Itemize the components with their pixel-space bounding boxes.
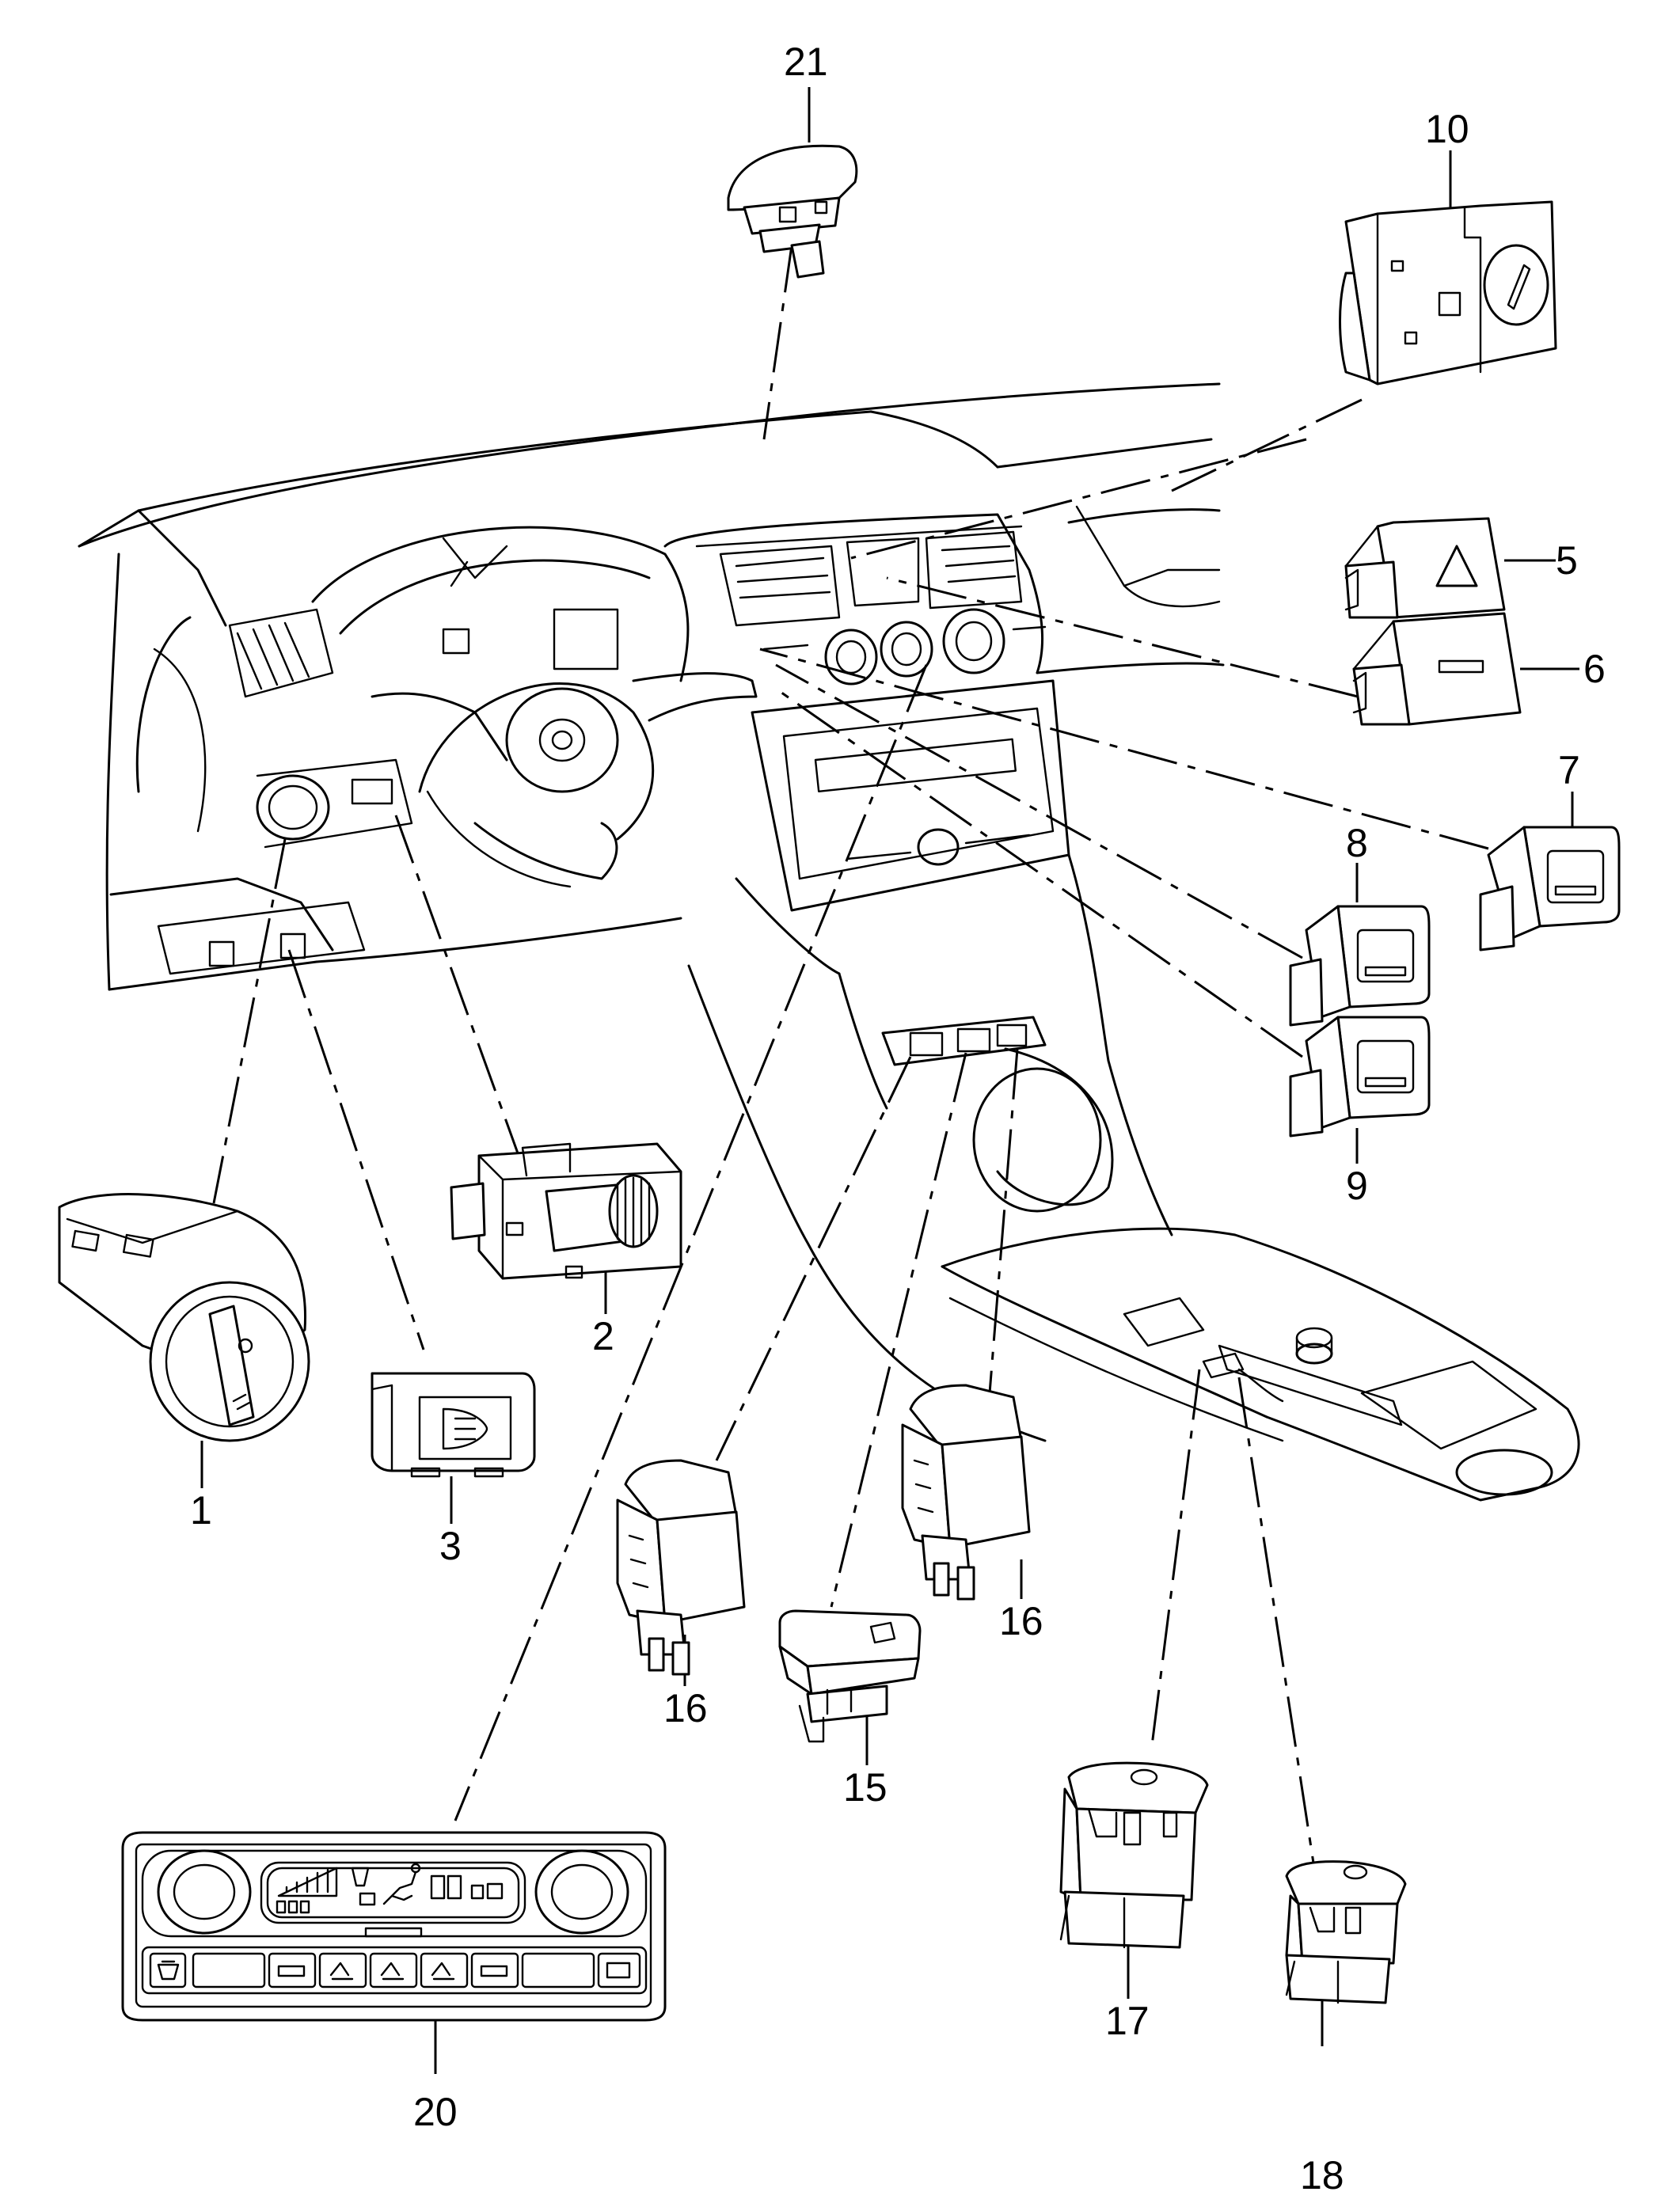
part-9-switch	[1289, 1016, 1431, 1138]
callout-10: 10	[1425, 107, 1469, 151]
part-10-switch	[1339, 200, 1557, 386]
part-6-switch	[1352, 612, 1522, 726]
callout-20: 20	[413, 2090, 458, 2134]
part-5-hazard-switch	[1344, 517, 1506, 619]
callout-8: 8	[1346, 821, 1368, 865]
part-2-range-control	[450, 1142, 682, 1280]
part-3-fog-switch	[371, 1372, 536, 1478]
callout-labels: 21 10 5 6 7 8 9 2 1 3 16 16 15 17 18 20	[190, 40, 1606, 2197]
callout-7: 7	[1558, 748, 1580, 792]
callout-2: 2	[592, 1314, 614, 1358]
callout-1: 1	[190, 1488, 212, 1533]
dashboard-outline	[78, 382, 1580, 1502]
callout-21: 21	[784, 40, 828, 84]
part-21-cap	[727, 144, 858, 279]
callout-15: 15	[843, 1765, 888, 1810]
callout-16-right: 16	[999, 1599, 1043, 1643]
callout-5: 5	[1556, 538, 1578, 583]
callout-6: 6	[1583, 647, 1606, 691]
part-1-light-switch	[58, 1193, 310, 1442]
callout-3: 3	[439, 1524, 462, 1568]
callout-16-left: 16	[663, 1686, 708, 1730]
part-17-switch	[1059, 1761, 1209, 1949]
callout-9: 9	[1346, 1164, 1368, 1208]
part-20-climate-control	[121, 1831, 667, 2022]
part-16-relay-right	[901, 1384, 1031, 1601]
part-18-switch	[1285, 1860, 1407, 2004]
part-15-switch	[778, 1609, 922, 1743]
callout-17: 17	[1105, 1999, 1150, 2043]
part-16-relay-left	[616, 1459, 746, 1676]
callout-18: 18	[1300, 2153, 1344, 2197]
part-8-switch	[1289, 905, 1431, 1027]
part-7-switch	[1479, 826, 1621, 951]
